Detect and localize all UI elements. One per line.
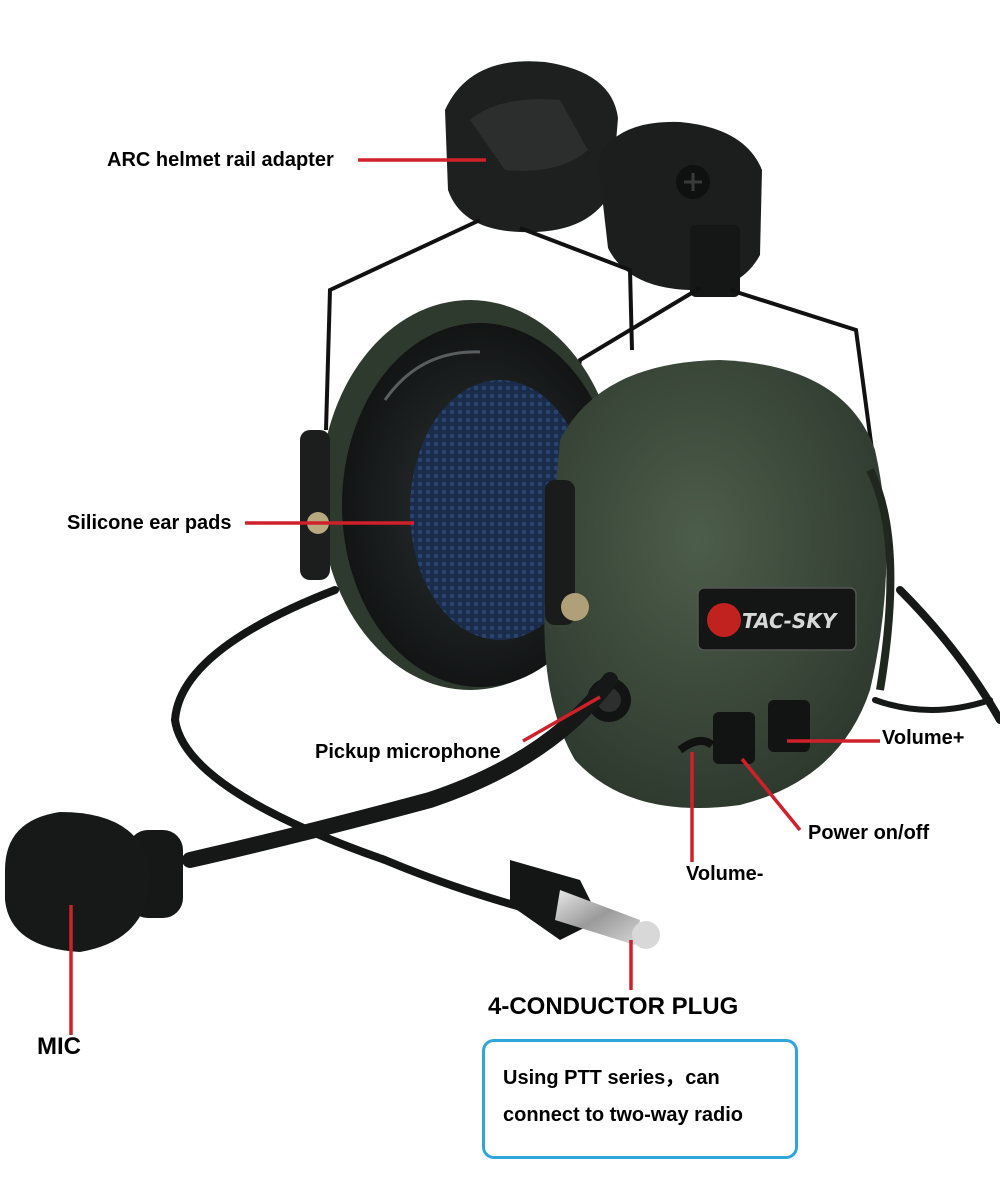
label-volume-minus: Volume- bbox=[686, 863, 764, 885]
label-pickup-mic: Pickup microphone bbox=[315, 741, 501, 763]
brand-badge: TAC-SKY bbox=[697, 587, 857, 651]
label-mic: MIC bbox=[37, 1033, 81, 1060]
label-ear-pads: Silicone ear pads bbox=[67, 512, 232, 534]
label-plug: 4-CONDUCTOR PLUG bbox=[488, 993, 739, 1020]
callout-line-2: connect to two-way radio bbox=[503, 1104, 744, 1126]
boom-cable bbox=[170, 586, 1000, 934]
leader-lines bbox=[69, 158, 880, 1035]
callout-line-1: Using PTT series，can bbox=[503, 1067, 720, 1089]
four-conductor-plug bbox=[510, 860, 660, 949]
ptt-callout-box: Using PTT series，can connect to two-way … bbox=[482, 1039, 798, 1159]
arc-rail-adapter bbox=[445, 61, 762, 297]
foam-mic bbox=[5, 812, 183, 952]
brand-logo-text: TAC-SKY bbox=[742, 609, 839, 633]
label-power: Power on/off bbox=[808, 822, 930, 844]
label-arc-adapter: ARC helmet rail adapter bbox=[107, 149, 334, 171]
label-volume-plus: Volume+ bbox=[882, 727, 965, 749]
